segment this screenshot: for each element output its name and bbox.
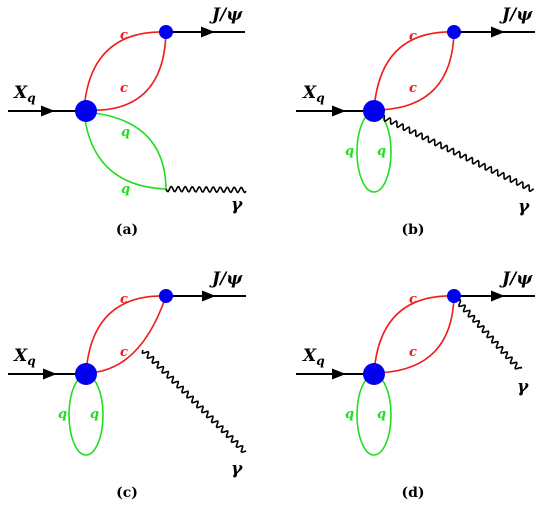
photon-line <box>141 349 247 454</box>
light-quark-label-upper: q <box>121 125 130 140</box>
charm-label-lower: c <box>409 81 417 96</box>
light-quark-label-lower: q <box>121 182 130 197</box>
jpsi-label: J/ψ <box>499 269 533 289</box>
panel-caption: (b) <box>401 222 424 238</box>
jpsi-vertex <box>447 25 461 39</box>
panel-a: Xq c c q q J/ψ γ (a) <box>8 5 247 238</box>
jpsi-vertex <box>159 25 173 39</box>
light-quark-label-right: q <box>90 407 99 422</box>
panel-b: Xq c c q q J/ψ γ (b) <box>296 5 535 238</box>
xq-label: Xq <box>302 83 325 105</box>
light-quark-label-right: q <box>377 144 386 159</box>
panel-d: Xq c c q q J/ψ γ (d) <box>296 269 535 501</box>
photon-label: γ <box>231 195 243 215</box>
light-quark-line-upper <box>83 111 167 190</box>
light-quark-label-left: q <box>58 407 67 422</box>
photon-label: γ <box>518 197 530 217</box>
charm-line-upper <box>83 31 167 111</box>
panel-caption: (d) <box>401 485 424 501</box>
jpsi-vertex <box>159 289 173 303</box>
xq-label: Xq <box>13 83 36 105</box>
decay-vertex <box>75 100 97 122</box>
light-quark-label-left: q <box>345 144 354 159</box>
xq-label: Xq <box>13 346 36 368</box>
panel-c: Xq c c q q J/ψ γ (c) <box>8 269 247 501</box>
jpsi-vertex <box>447 289 461 303</box>
charm-label-lower: c <box>120 81 128 96</box>
charm-line-lower <box>85 295 167 374</box>
decay-vertex <box>363 363 385 385</box>
light-quark-label-left: q <box>345 407 354 422</box>
charm-line-upper <box>85 295 167 374</box>
charm-label-upper: c <box>120 292 128 307</box>
photon-label: γ <box>517 377 529 397</box>
decay-vertex <box>75 363 97 385</box>
charm-label-upper: c <box>409 29 417 44</box>
charm-line-lower <box>83 31 167 112</box>
jpsi-label: J/ψ <box>209 269 243 289</box>
jpsi-label: J/ψ <box>499 5 533 25</box>
photon-line <box>377 113 535 193</box>
decay-vertex <box>363 100 385 122</box>
light-quark-label-right: q <box>377 407 386 422</box>
photon-line <box>453 297 523 370</box>
panel-caption: (c) <box>116 485 138 501</box>
xq-label: Xq <box>302 346 325 368</box>
photon-line <box>165 185 247 194</box>
panel-caption: (a) <box>116 222 138 238</box>
light-quark-line-lower <box>83 111 167 190</box>
photon-label: γ <box>231 459 243 479</box>
charm-label-upper: c <box>409 292 417 307</box>
jpsi-label: J/ψ <box>209 5 243 25</box>
charm-line-upper <box>373 295 455 374</box>
charm-label-lower: c <box>120 345 128 360</box>
charm-label-upper: c <box>120 28 128 43</box>
charm-label-lower: c <box>409 345 417 360</box>
charm-line-upper <box>373 31 455 111</box>
charm-line-lower <box>373 31 455 111</box>
charm-line-lower <box>373 295 455 374</box>
